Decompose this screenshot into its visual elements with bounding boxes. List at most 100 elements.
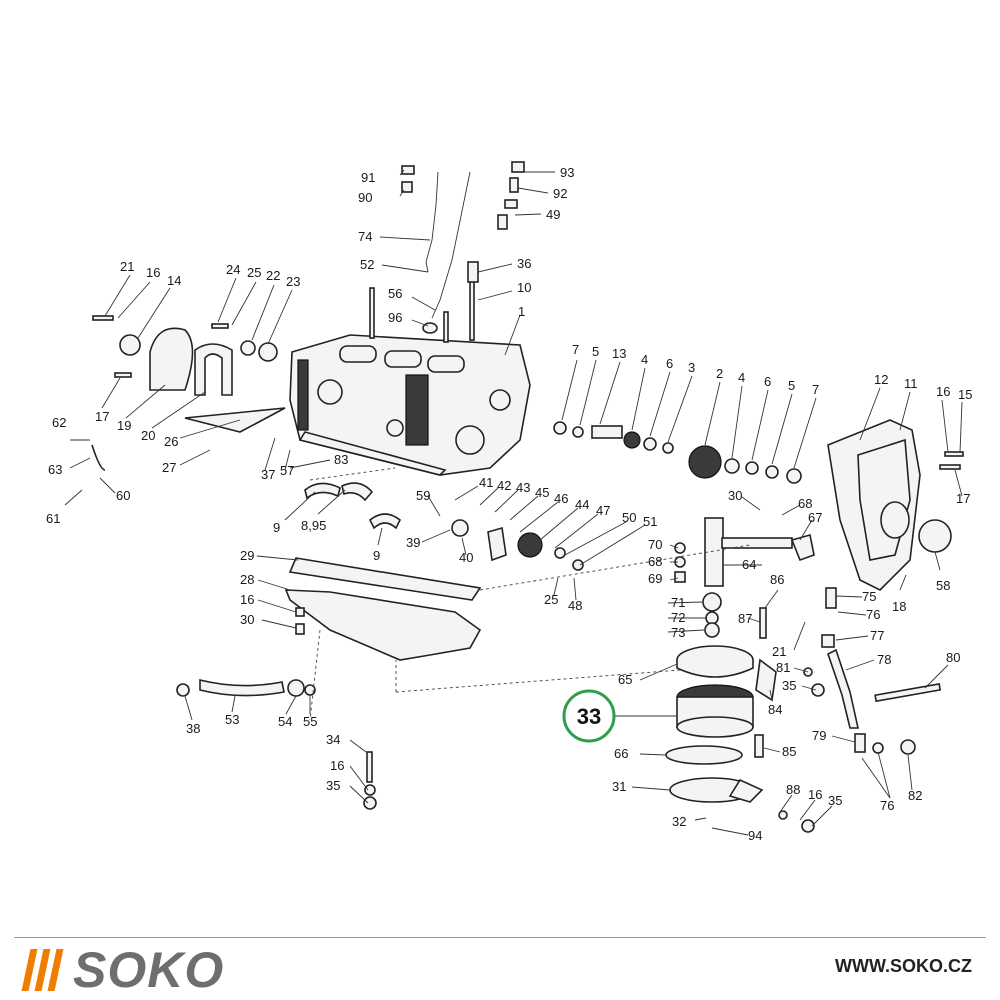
part-label: 2 — [716, 366, 723, 381]
camshaft-parts — [553, 421, 802, 484]
part-label: 70 — [648, 537, 662, 552]
part-label: 9 — [373, 548, 380, 563]
brand-logo-bars-icon — [21, 949, 64, 991]
part-label: 63 — [48, 462, 62, 477]
part-label: 39 — [406, 535, 420, 550]
part-label: 45 — [535, 485, 549, 500]
part-label: 49 — [546, 207, 560, 222]
oil-hose — [176, 678, 377, 810]
part-label: 6 — [764, 374, 771, 389]
footer-divider — [14, 937, 986, 938]
part-label: 10 — [517, 280, 531, 295]
part-label: 86 — [770, 572, 784, 587]
part-label: 37 — [261, 467, 275, 482]
part-label: 76 — [866, 607, 880, 622]
part-label: 82 — [908, 788, 922, 803]
oil-pump-assembly — [674, 517, 815, 639]
part-label: 56 — [388, 286, 402, 301]
part-label: 19 — [117, 418, 131, 433]
part-label: 62 — [52, 415, 66, 430]
brand-logo: SOKO — [21, 942, 225, 998]
part-label: 54 — [278, 714, 292, 729]
part-label: 47 — [596, 503, 610, 518]
timing-cover — [827, 419, 964, 591]
highlight-callout: 33 — [562, 689, 616, 743]
part-label: 9 — [273, 520, 280, 535]
part-label: 21 — [120, 259, 134, 274]
part-label: 76 — [880, 798, 894, 813]
part-label: 84 — [768, 702, 782, 717]
part-label: 44 — [575, 497, 589, 512]
part-label: 42 — [497, 478, 511, 493]
part-label: 28 — [240, 572, 254, 587]
highlight-label: 33 — [577, 704, 601, 729]
part-label: 5 — [788, 378, 795, 393]
part-label: 73 — [671, 625, 685, 640]
part-label: 16 — [330, 758, 344, 773]
part-label: 30 — [240, 612, 254, 627]
part-label: 64 — [742, 557, 756, 572]
part-label: 79 — [812, 728, 826, 743]
part-label: 36 — [517, 256, 531, 271]
part-label: 78 — [877, 652, 891, 667]
part-label: 32 — [672, 814, 686, 829]
part-label: 92 — [553, 186, 567, 201]
engine-block — [289, 279, 531, 476]
website-url: WWW.SOKO.CZ — [835, 956, 972, 976]
part-label: 25 — [544, 592, 558, 607]
part-label: 16 — [240, 592, 254, 607]
part-label: 1 — [518, 304, 525, 319]
part-label: 43 — [516, 480, 530, 495]
part-label: 18 — [892, 599, 906, 614]
part-label: 80 — [946, 650, 960, 665]
part-label: 96 — [388, 310, 402, 325]
brand-name: SOKO — [73, 942, 225, 998]
oil-filter-stack — [665, 645, 777, 803]
part-label: 83 — [334, 452, 348, 467]
part-label: 24 — [226, 262, 240, 277]
part-label: 66 — [614, 746, 628, 761]
part-label: 29 — [240, 548, 254, 563]
part-label: 87 — [738, 611, 752, 626]
part-label: 77 — [870, 628, 884, 643]
part-label: 14 — [167, 273, 181, 288]
part-label: 8,95 — [301, 518, 326, 533]
part-label: 46 — [554, 491, 568, 506]
part-label: 58 — [936, 578, 950, 593]
part-label: 22 — [266, 268, 280, 283]
part-label: 60 — [116, 488, 130, 503]
part-label: 20 — [141, 428, 155, 443]
highlight-ring — [562, 689, 616, 743]
part-label: 68 — [648, 554, 662, 569]
part-label: 34 — [326, 732, 340, 747]
part-label: 11 — [904, 376, 918, 391]
part-label: 69 — [648, 571, 662, 586]
part-label: 5 — [592, 344, 599, 359]
part-label: 15 — [958, 387, 972, 402]
part-label: 41 — [479, 475, 493, 490]
part-label: 26 — [164, 434, 178, 449]
part-label: 90 — [358, 190, 372, 205]
part-label: 52 — [360, 257, 374, 272]
leader-lines — [64, 169, 963, 836]
part-label: 71 — [671, 595, 685, 610]
part-label: 65 — [618, 672, 632, 687]
part-label: 38 — [186, 721, 200, 736]
part-label: 31 — [612, 779, 626, 794]
part-label: 57 — [280, 463, 294, 478]
part-label: 74 — [358, 229, 372, 244]
part-label: 16 — [146, 265, 160, 280]
part-label: 91 — [361, 170, 375, 185]
part-label: 16 — [808, 787, 822, 802]
part-label: 35 — [782, 678, 796, 693]
part-label: 4 — [738, 370, 745, 385]
part-label: 17 — [95, 409, 109, 424]
part-label: 21 — [772, 644, 786, 659]
part-label: 88 — [786, 782, 800, 797]
oil-lines — [778, 587, 942, 833]
part-label: 13 — [612, 346, 626, 361]
oil-pump-gears — [451, 519, 584, 571]
dipstick — [401, 161, 525, 334]
part-label: 48 — [568, 598, 582, 613]
